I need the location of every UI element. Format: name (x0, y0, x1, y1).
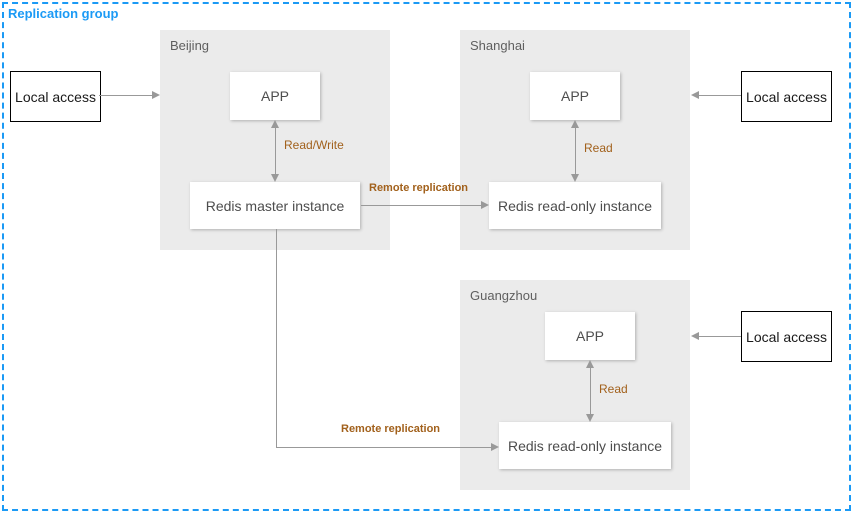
arrowhead-up-icon (586, 360, 594, 368)
arrow-remote-replication-guangzhou-horizontal (276, 447, 491, 448)
beijing-app-box: APP (230, 72, 320, 120)
arrow-guangzhou-app-readonly (590, 366, 591, 416)
arrowhead-right-icon (491, 443, 499, 451)
diagram-title: Replication group (8, 6, 119, 21)
arrowhead-down-icon (571, 174, 579, 182)
arrow-shanghai-app-readonly (575, 126, 576, 176)
local-access-right-top-box: Local access (741, 71, 832, 122)
region-shanghai-label: Shanghai (470, 38, 525, 53)
arrowhead-up-icon (571, 120, 579, 128)
read-write-label: Read/Write (284, 138, 344, 152)
arrow-local-to-guangzhou (699, 336, 741, 337)
arrow-local-to-shanghai (699, 95, 741, 96)
local-access-left-box: Local access (10, 71, 101, 122)
arrowhead-left-icon (691, 332, 699, 340)
local-access-right-bottom-box: Local access (741, 311, 832, 362)
arrow-beijing-app-master (275, 126, 276, 176)
arrow-local-to-beijing (99, 95, 152, 96)
arrowhead-left-icon (691, 91, 699, 99)
guangzhou-read-label: Read (599, 382, 628, 396)
shanghai-app-box: APP (530, 72, 620, 120)
guangzhou-app-box: APP (545, 312, 635, 360)
arrowhead-right-icon (481, 201, 489, 209)
remote-replication-shanghai-label: Remote replication (369, 182, 469, 194)
shanghai-read-label: Read (584, 141, 613, 155)
arrow-remote-replication-shanghai (361, 205, 481, 206)
arrowhead-down-icon (586, 414, 594, 422)
arrowhead-right-icon (152, 91, 160, 99)
arrowhead-up-icon (271, 120, 279, 128)
remote-replication-guangzhou-label: Remote replication (341, 423, 441, 435)
guangzhou-redis-readonly-box: Redis read-only instance (499, 422, 671, 469)
beijing-redis-master-box: Redis master instance (190, 182, 360, 229)
region-guangzhou-label: Guangzhou (470, 288, 538, 303)
arrowhead-down-icon (271, 174, 279, 182)
shanghai-redis-readonly-box: Redis read-only instance (489, 182, 661, 229)
region-beijing-label: Beijing (170, 38, 210, 53)
arrow-remote-replication-guangzhou-vertical (276, 229, 277, 447)
